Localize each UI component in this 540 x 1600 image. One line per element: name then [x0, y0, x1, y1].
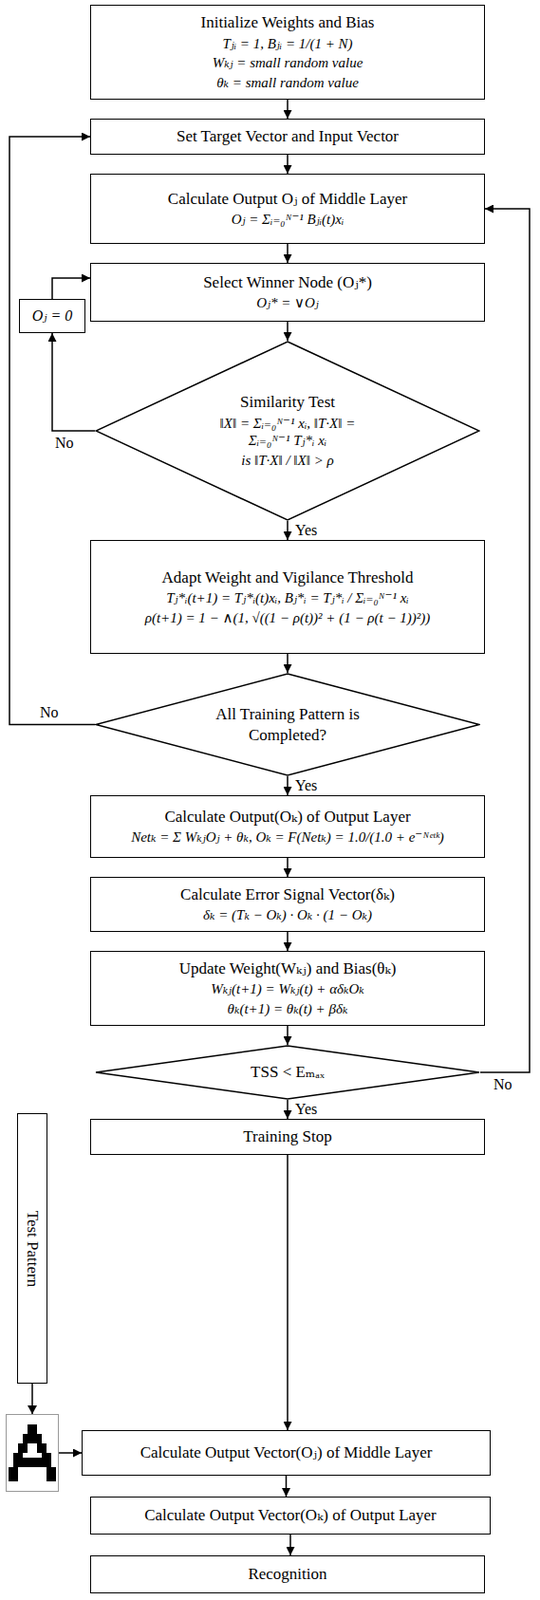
box-heading: Set Target Vector and Input Vector — [176, 126, 399, 147]
decision-diamond: Similarity Test‖X‖ = Σᵢ₌₀ᴺ⁻¹ xᵢ, ‖T·X‖ =… — [94, 340, 481, 522]
arrowhead — [27, 1405, 38, 1415]
pixel — [13, 1457, 52, 1468]
formula: θₖ(t+1) = θₖ(t) + βδₖ — [227, 1000, 349, 1019]
formula: ρ(t+1) = 1 − ∧(1, √((1 − ρ(t))² + (1 − ρ… — [145, 609, 431, 628]
connector — [286, 99, 289, 119]
connector — [286, 931, 289, 951]
connector — [286, 776, 289, 796]
edge-label: Yes — [293, 1100, 319, 1118]
box-heading: Recognition — [247, 1564, 327, 1584]
formula: Tⱼ*ᵢ(t+1) = Tⱼ*ᵢ(t)xᵢ, Bⱼ*ᵢ = Tⱼ*ᵢ / Σᵢ₌… — [166, 589, 409, 608]
process-box: Training Stop — [90, 1118, 485, 1155]
formula: δₖ = (Tₖ − Oₖ) · Oₖ · (1 − Oₖ) — [203, 906, 373, 925]
edge-label: Yes — [293, 777, 319, 795]
connector — [286, 1025, 289, 1045]
process-box: Set Target Vector and Input Vector — [90, 118, 485, 155]
process-box: Calculate Output(Oₖ) of Output LayerNetₖ… — [90, 795, 485, 858]
pattern-image — [5, 1404, 59, 1492]
connector — [286, 653, 289, 673]
edge-label: No — [491, 1076, 515, 1094]
edge-label: Yes — [293, 521, 319, 540]
connector — [52, 333, 95, 431]
process-box: Calculate Error Signal Vector(δₖ)δₖ = (T… — [90, 876, 485, 932]
box-heading: Adapt Weight and Vigilance Threshold — [162, 567, 414, 588]
diamond-text: All Training Pattern is Completed? — [197, 704, 378, 745]
process-box: Recognition — [90, 1555, 485, 1594]
box-heading: Calculate Output(Oₖ) of Output Layer — [164, 806, 410, 827]
edge-label: No — [53, 434, 76, 452]
pixel — [46, 1467, 56, 1482]
connector — [286, 1099, 289, 1119]
box-heading: Similarity Test — [240, 391, 336, 412]
connector — [286, 521, 289, 540]
box-heading: All Training Pattern is Completed? — [197, 704, 378, 745]
formula: θₖ = small random value — [216, 74, 359, 93]
formula: Netₖ = Σ WₖⱼOⱼ + θₖ, Oₖ = F(Netₖ) = 1.0/… — [130, 828, 445, 847]
box-heading: TSS < Eₘₐₓ — [250, 1061, 325, 1082]
pixel — [41, 1452, 52, 1458]
pixel — [27, 1424, 38, 1434]
process-box: Calculate Output Vector(Oₖ) of Output La… — [90, 1496, 491, 1535]
connector — [286, 243, 289, 263]
diamond-shape — [95, 673, 480, 776]
pixel — [8, 1467, 19, 1482]
formula: ‖X‖ = Σᵢ₌₀ᴺ⁻¹ xᵢ, ‖T·X‖ = Σᵢ₌₀ᴺ⁻¹ Tⱼ*ᵢ x… — [197, 414, 378, 451]
connector — [285, 1475, 288, 1497]
pixel — [22, 1433, 42, 1444]
box-heading: Calculate Error Signal Vector(δₖ) — [180, 884, 395, 905]
box-heading: Calculate Output Vector(Oₖ) of Output La… — [144, 1505, 437, 1526]
diamond-shape — [95, 341, 480, 521]
diamond-text: TSS < Eₘₐₓ — [250, 1061, 325, 1082]
box-heading: Calculate Output Oⱼ of Middle Layer — [167, 188, 408, 209]
process-box: Calculate Output Vector(Oⱼ) of Middle La… — [81, 1430, 491, 1476]
diamond-outline — [94, 340, 481, 522]
formula: Oⱼ = Σᵢ₌₀ᴺ⁻¹ Bⱼᵢ(t)xᵢ — [231, 210, 345, 229]
box-heading: Test Pattern — [22, 1210, 42, 1286]
diamond-outline — [94, 672, 481, 777]
pixel — [13, 1452, 23, 1458]
box-heading: Select Winner Node (Oⱼ*) — [203, 272, 373, 293]
connector — [286, 1154, 289, 1431]
diamond-shape — [95, 1045, 480, 1099]
connector — [286, 857, 289, 877]
connector — [480, 208, 530, 1073]
box-heading: Oⱼ = 0 — [32, 306, 74, 326]
connector — [286, 154, 289, 174]
image-frame — [6, 1415, 59, 1492]
connector — [9, 136, 95, 726]
connector — [286, 321, 289, 341]
process-box: Update Weight(Wₖⱼ) and Bias(θₖ)Wₖⱼ(t+1) … — [90, 950, 485, 1026]
formula: Oⱼ* = ∨Oⱼ — [256, 294, 319, 313]
edge-label: No — [37, 704, 61, 722]
process-box: Initialize Weights and BiasTⱼᵢ = 1, Bⱼᵢ … — [90, 4, 485, 100]
formula: Wₖⱼ = small random value — [212, 54, 364, 73]
decision-diamond: All Training Pattern is Completed? — [94, 672, 481, 777]
process-box: Test Pattern — [17, 1113, 48, 1384]
connector — [289, 1534, 292, 1556]
formula: Wₖⱼ(t+1) = Wₖⱼ(t) + αδₖOₖ — [210, 980, 365, 999]
box-heading: Training Stop — [242, 1126, 332, 1147]
pixel — [37, 1443, 47, 1453]
process-box: Calculate Output Oⱼ of Middle LayerOⱼ = … — [90, 173, 485, 244]
formula: Tⱼᵢ = 1, Bⱼᵢ = 1/(1 + N) — [222, 35, 353, 54]
process-box: Oⱼ = 0 — [18, 298, 86, 334]
connector — [52, 278, 91, 299]
box-heading: Initialize Weights and Bias — [201, 12, 375, 33]
box-heading: Calculate Output Vector(Oⱼ) of Middle La… — [140, 1442, 433, 1463]
decision-diamond: TSS < Eₘₐₓ — [94, 1044, 481, 1100]
formula: is ‖T·X‖ / ‖X‖ > ρ — [241, 451, 335, 470]
pixel — [18, 1443, 28, 1453]
process-box: Select Winner Node (Oⱼ*)Oⱼ* = ∨Oⱼ — [90, 262, 485, 322]
diamond-text: Similarity Test‖X‖ = Σᵢ₌₀ᴺ⁻¹ xᵢ, ‖T·X‖ =… — [197, 391, 378, 470]
box-heading: Update Weight(Wₖⱼ) and Bias(θₖ) — [179, 958, 397, 979]
process-box: Adapt Weight and Vigilance ThresholdTⱼ*ᵢ… — [90, 540, 485, 654]
